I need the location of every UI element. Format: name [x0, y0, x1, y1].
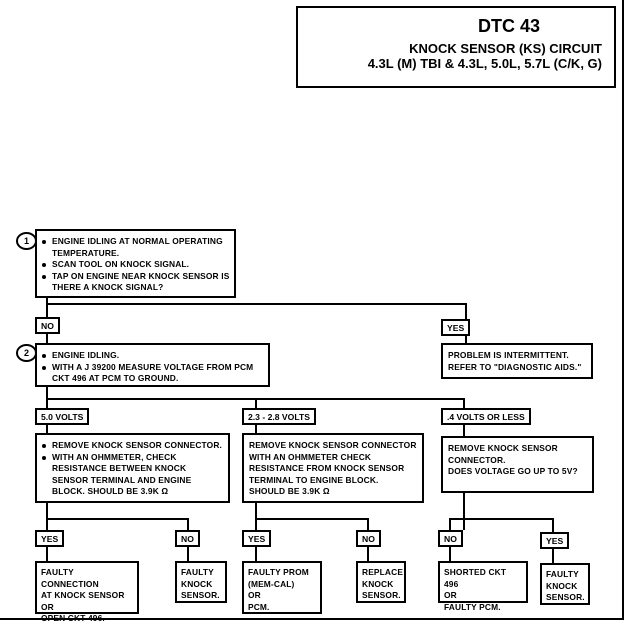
step-1-bullet: SCAN TOOL ON KNOCK SIGNAL.: [41, 259, 230, 271]
step-2-bullet: ENGINE IDLING.: [41, 350, 264, 362]
v50-yes-label: YES: [35, 530, 65, 547]
step-1-box: ENGINE IDLING AT NORMAL OPERATING TEMPER…: [35, 229, 236, 298]
step-1-yes-label: YES: [441, 319, 471, 336]
result-faulty-connection: FAULTY CONNECTION AT KNOCK SENSOR OR OPE…: [35, 561, 139, 623]
circuit-title: KNOCK SENSOR (KS) CIRCUIT: [409, 41, 602, 56]
connector-line: [46, 518, 189, 520]
v04-yes-label: YES: [540, 532, 570, 549]
connector-line: [46, 422, 48, 434]
connector-line: [465, 333, 467, 345]
result-faulty-prom: FAULTY PROM (MEM-CAL) OR PCM.: [242, 561, 322, 614]
connector-line: [46, 297, 48, 317]
connector-line: [367, 518, 369, 530]
check-0-4-volts-box: REMOVE KNOCK SENSOR CONNECTOR. DOES VOLT…: [441, 436, 594, 493]
connector-line: [255, 502, 257, 530]
connector-line: [463, 398, 465, 408]
dtc-code: DTC 43: [477, 16, 540, 36]
connector-line: [46, 546, 48, 562]
connector-line: [367, 546, 369, 562]
v50-no-label: NO: [175, 530, 200, 547]
title-block: DTC 43 KNOCK SENSOR (KS) CIRCUIT 4.3L (M…: [296, 6, 616, 88]
connector-line: [449, 518, 554, 520]
label-5-volts: 5.0 VOLTS: [35, 408, 90, 425]
connector-line: [46, 385, 48, 408]
engine-subtitle: 4.3L (M) TBI & 4.3L, 5.0L, 5.7L (C/K, G): [367, 56, 602, 71]
connector-line: [187, 546, 189, 562]
step-1-no-label: NO: [35, 317, 60, 334]
connector-line: [255, 398, 257, 408]
result-shorted-ckt: SHORTED CKT 496 OR FAULTY PCM.: [438, 561, 528, 612]
check-5-volts-bullet: REMOVE KNOCK SENSOR CONNECTOR.: [41, 440, 224, 452]
connector-line: [255, 422, 257, 434]
connector-line: [255, 518, 369, 520]
check-2-3-volts-box: REMOVE KNOCK SENSOR CONNECTOR WITH AN OH…: [242, 433, 424, 503]
v23-no-label: NO: [356, 530, 381, 547]
step-2-box: ENGINE IDLING. WITH A J 39200 MEASURE VO…: [35, 343, 270, 387]
connector-line: [187, 518, 189, 530]
step-1-bullet: TAP ON ENGINE NEAR KNOCK SENSOR IS THERE…: [41, 271, 230, 294]
connector-line: [449, 546, 451, 562]
v04-no-label: NO: [438, 530, 463, 547]
result-faulty-sensor-1: FAULTY KNOCK SENSOR.: [175, 561, 227, 603]
connector-line: [465, 303, 467, 319]
v23-yes-label: YES: [242, 530, 272, 547]
connector-line: [449, 518, 451, 530]
label-0-4-volts: .4 VOLTS OR LESS: [441, 408, 531, 425]
connector-line: [46, 331, 48, 345]
connector-line: [552, 548, 554, 564]
intermittent-box: PROBLEM IS INTERMITTENT. REFER TO "DIAGN…: [441, 343, 593, 379]
connector-line: [255, 546, 257, 562]
step-1-bullet: ENGINE IDLING AT NORMAL OPERATING TEMPER…: [41, 236, 230, 259]
result-replace-sensor: REPLACE KNOCK SENSOR.: [356, 561, 406, 603]
step-2-bullet: WITH A J 39200 MEASURE VOLTAGE FROM PCM …: [41, 362, 264, 385]
label-2-3-2-8-volts: 2.3 - 2.8 VOLTS: [242, 408, 316, 425]
connector-line: [46, 303, 467, 305]
connector-line: [463, 422, 465, 436]
connector-line: [552, 518, 554, 532]
check-5-volts-box: REMOVE KNOCK SENSOR CONNECTOR. WITH AN O…: [35, 433, 230, 503]
connector-line: [46, 502, 48, 530]
step-number-1: 1: [16, 232, 37, 250]
result-faulty-sensor-2: FAULTY KNOCK SENSOR.: [540, 563, 590, 605]
check-5-volts-bullet: WITH AN OHMMETER, CHECK RESISTANCE BETWE…: [41, 452, 224, 498]
connector-line: [463, 492, 465, 530]
step-number-2: 2: [16, 344, 37, 362]
